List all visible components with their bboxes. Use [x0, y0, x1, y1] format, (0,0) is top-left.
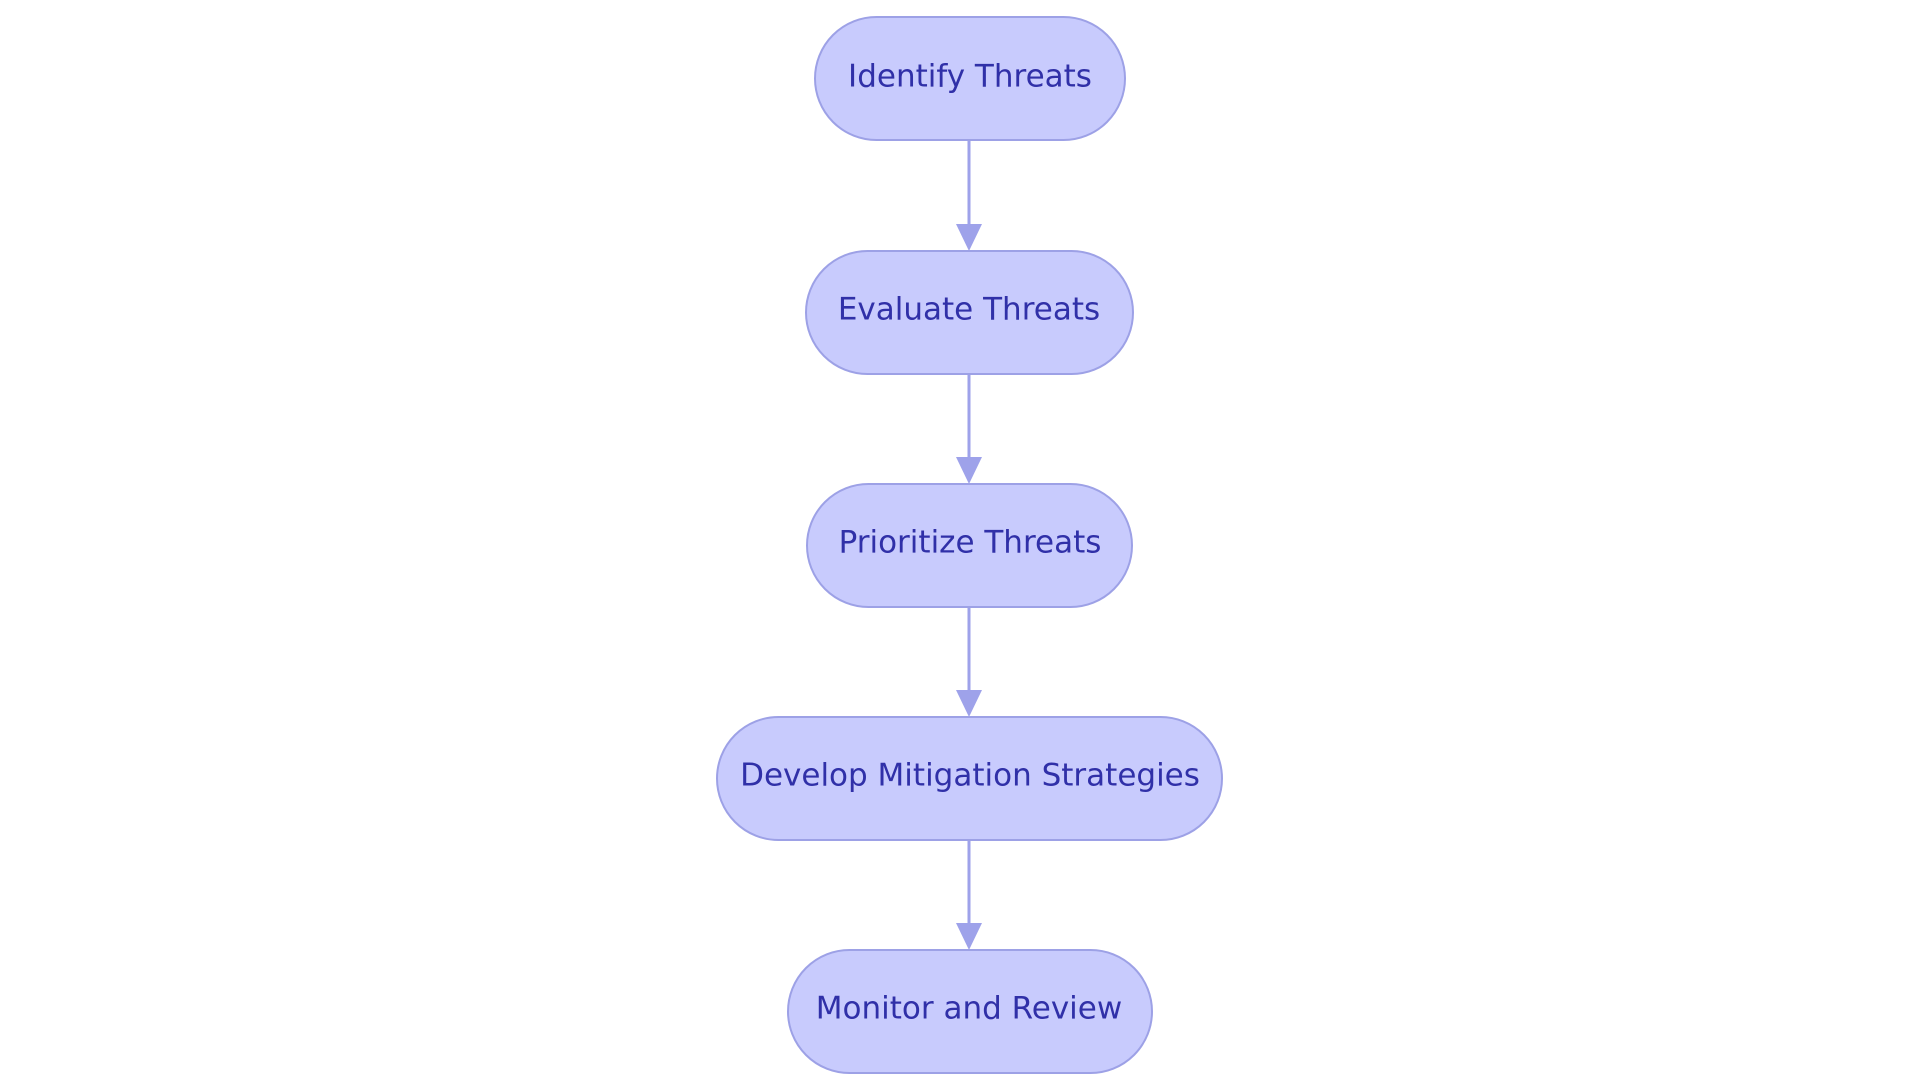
node-label-identify: Identify Threats	[848, 59, 1092, 95]
node-label-monitor: Monitor and Review	[816, 991, 1122, 1027]
node-shape	[787, 949, 1153, 1074]
node-identify-threats[interactable]: Identify Threats	[814, 16, 1126, 141]
node-evaluate-threats[interactable]: Evaluate Threats	[805, 250, 1134, 375]
nodes-group: Identify Threats Evaluate Threats Priori…	[716, 16, 1223, 1074]
node-label-mitigate: Develop Mitigation Strategies	[740, 758, 1200, 794]
node-prioritize-threats[interactable]: Prioritize Threats	[806, 483, 1133, 608]
node-shape	[806, 483, 1133, 608]
node-shape	[716, 716, 1223, 841]
arrowhead-icon	[956, 224, 982, 251]
node-develop-mitigation-strategies[interactable]: Develop Mitigation Strategies	[716, 716, 1223, 841]
node-shape	[805, 250, 1134, 375]
node-label-evaluate: Evaluate Threats	[838, 292, 1100, 328]
node-monitor-and-review[interactable]: Monitor and Review	[787, 949, 1153, 1074]
edges-group	[956, 140, 982, 950]
arrowhead-icon	[956, 923, 982, 950]
arrowhead-icon	[956, 457, 982, 484]
node-shape	[814, 16, 1126, 141]
arrowhead-icon	[956, 690, 982, 717]
node-label-prioritize: Prioritize Threats	[839, 525, 1102, 561]
